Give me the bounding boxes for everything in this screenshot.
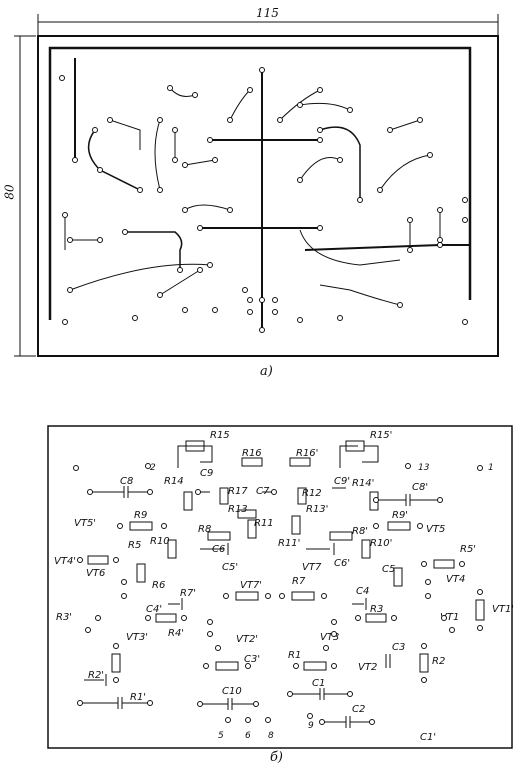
component-label: C7: [256, 486, 270, 497]
component-label: R16': [296, 448, 318, 459]
pcb-figure-a: [14, 14, 499, 357]
component-label: C8: [120, 476, 133, 487]
component-label: R13': [306, 504, 328, 515]
component-label: R5: [128, 540, 141, 551]
component-label: R7': [180, 588, 196, 599]
component-label: C6': [334, 558, 350, 569]
component-label: R17: [228, 486, 248, 497]
component-label: R12: [302, 488, 322, 499]
component-label: R6: [152, 580, 165, 591]
component-label: R16: [242, 448, 262, 459]
component-label: VT5: [426, 524, 445, 535]
component-label: C9: [200, 468, 213, 479]
width-dimension: 115: [256, 6, 279, 20]
component-label: R1: [288, 650, 301, 661]
component-label: C3': [244, 654, 260, 665]
component-label: R3: [370, 604, 383, 615]
component-label: R9: [134, 510, 147, 521]
caption-a: a): [260, 364, 273, 379]
component-label: R8: [198, 524, 211, 535]
component-label: C4: [356, 586, 369, 597]
terminal-number: 9: [308, 721, 314, 731]
component-label: C6: [212, 544, 225, 555]
component-label: R2': [88, 670, 104, 681]
component-label: R9': [392, 510, 408, 521]
component-label: R2: [432, 656, 445, 667]
component-label: VT1': [492, 604, 514, 615]
terminal-number: 2: [150, 463, 156, 473]
terminal-number: 8: [268, 731, 274, 741]
component-label: R3': [56, 612, 72, 623]
component-label: R14': [352, 478, 374, 489]
component-label: R1': [130, 692, 146, 703]
component-label: VT3': [126, 632, 148, 643]
component-label: R10: [150, 536, 170, 547]
component-label: VT4': [54, 556, 76, 567]
component-label: C9': [334, 476, 350, 487]
component-label: R8': [352, 526, 368, 537]
component-label: VT7: [302, 562, 322, 573]
component-label: C3: [392, 642, 405, 653]
component-label: VT2': [236, 634, 258, 645]
component-label: VT3: [320, 632, 339, 643]
component-label: VT7': [240, 580, 262, 591]
component-label: C2: [352, 704, 365, 715]
component-label: R15: [210, 430, 230, 441]
component-label: R4': [168, 628, 184, 639]
component-label: R11': [278, 538, 300, 549]
component-label: C1': [420, 732, 436, 743]
pcb-pads: [59, 67, 468, 333]
component-label: R14: [164, 476, 184, 487]
component-label: R7: [292, 576, 306, 587]
caption-b: б): [270, 750, 284, 765]
component-label: VT2: [358, 662, 377, 673]
component-label: C1: [312, 678, 325, 689]
terminal-number: 13: [418, 463, 430, 473]
component-label: R11: [254, 518, 274, 529]
component-label: R10': [370, 538, 392, 549]
component-label: VT6: [86, 568, 105, 579]
component-label: VT5': [74, 518, 96, 529]
component-label: R5': [460, 544, 476, 555]
component-label: C4': [146, 604, 162, 615]
component-label: VT4: [446, 574, 465, 585]
terminal-number: 5: [218, 731, 224, 741]
component-pads: [73, 463, 483, 725]
terminal-number: 6: [245, 731, 251, 741]
component-label: VT1: [440, 612, 459, 623]
component-label: C10: [222, 686, 242, 697]
component-label: C8': [412, 482, 428, 493]
terminal-number: 1: [488, 463, 494, 473]
component-label: C5: [382, 564, 395, 575]
component-label: R13: [228, 504, 248, 515]
component-label: R15': [370, 430, 392, 441]
component-label: C5': [222, 562, 238, 573]
